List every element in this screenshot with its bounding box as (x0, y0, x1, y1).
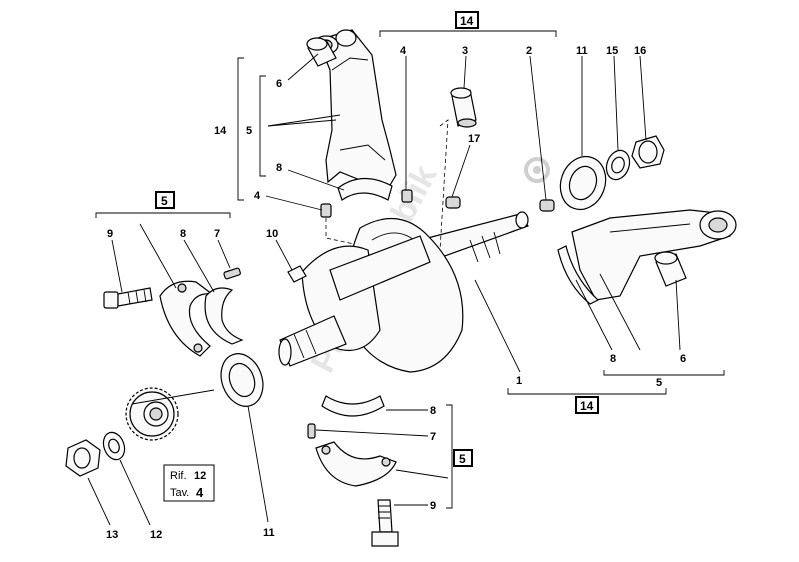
label-5-bracket: 5 (246, 125, 252, 137)
dowel-pin-4-left (320, 203, 332, 218)
half-bearing-top (337, 177, 393, 201)
half-bearing-right (557, 245, 600, 305)
label-9-left: 9 (107, 228, 113, 240)
boxed-label-5-left: 5 (161, 194, 168, 208)
label-15: 15 (606, 45, 618, 57)
reference-box: Rif. 12 Tav. 4 (163, 464, 215, 502)
bearing-cap-bottom (315, 441, 397, 487)
label-8-left: 8 (180, 228, 186, 240)
label-17: 17 (468, 133, 480, 145)
label-14-bracket: 14 (214, 125, 227, 137)
ref-tav-value: 4 (196, 485, 204, 500)
part-labels: 14 5 6 8 4 4 3 2 11 15 16 17 9 8 7 10 1 … (106, 45, 686, 541)
label-6-top: 6 (276, 78, 282, 90)
label-2: 2 (526, 45, 532, 57)
boxed-label-14-top: 14 (460, 14, 474, 28)
plug-2 (539, 199, 555, 212)
ref-rif-value: 12 (194, 470, 206, 482)
brackets (95, 30, 725, 509)
label-11-top: 11 (576, 45, 588, 57)
washer-15 (605, 149, 631, 181)
nut-16 (631, 135, 665, 169)
boxed-label-14-bottom: 14 (580, 399, 594, 413)
label-5-right: 5 (656, 377, 662, 389)
ref-rif-label: Rif. (170, 470, 187, 482)
half-bearing-left (204, 287, 244, 345)
label-6-right: 6 (680, 353, 686, 365)
label-11-bottom: 11 (263, 527, 275, 539)
timing-gear (125, 387, 179, 441)
small-end-bushing-top (306, 37, 337, 67)
bearing-cap-left (159, 280, 215, 357)
label-1: 1 (516, 375, 522, 387)
dowel-pin-10 (287, 265, 307, 283)
label-13: 13 (106, 529, 118, 541)
small-end-bushing-right (654, 251, 687, 287)
label-8-right: 8 (610, 353, 616, 365)
plug-3 (450, 87, 477, 128)
thrust-washer-left (220, 353, 264, 407)
dowel-pin-7-bottom (307, 423, 316, 439)
label-10: 10 (266, 228, 278, 240)
half-bearing-bottom (321, 395, 385, 417)
bolt-9-left (103, 287, 153, 309)
boxed-label-5-right: 5 (459, 452, 466, 466)
dowel-pin-7-left (223, 267, 241, 280)
ref-tav-label: Tav. (170, 487, 189, 499)
nut-13 (65, 439, 101, 477)
label-8-bottom: 8 (430, 405, 436, 417)
plug-17 (445, 196, 461, 209)
connecting-rod-right (571, 209, 737, 301)
thrust-washer-top (559, 155, 607, 211)
label-12: 12 (150, 529, 162, 541)
label-8-top: 8 (276, 162, 282, 174)
label-7-bottom: 7 (430, 431, 436, 443)
dowel-pin-4-right (401, 189, 413, 203)
label-9-bottom: 9 (430, 500, 436, 512)
label-7-left: 7 (214, 228, 220, 240)
label-4-top: 4 (400, 45, 407, 57)
washer-12 (102, 431, 126, 461)
crankshaft (278, 211, 529, 373)
watermark-gear-icon (524, 157, 550, 183)
boxed-labels: 14 5 14 5 (155, 11, 599, 467)
label-16: 16 (634, 45, 646, 57)
leader-lines (87, 53, 681, 526)
label-3: 3 (462, 45, 468, 57)
bolt-9-bottom (371, 499, 399, 547)
label-4-left: 4 (254, 190, 261, 202)
